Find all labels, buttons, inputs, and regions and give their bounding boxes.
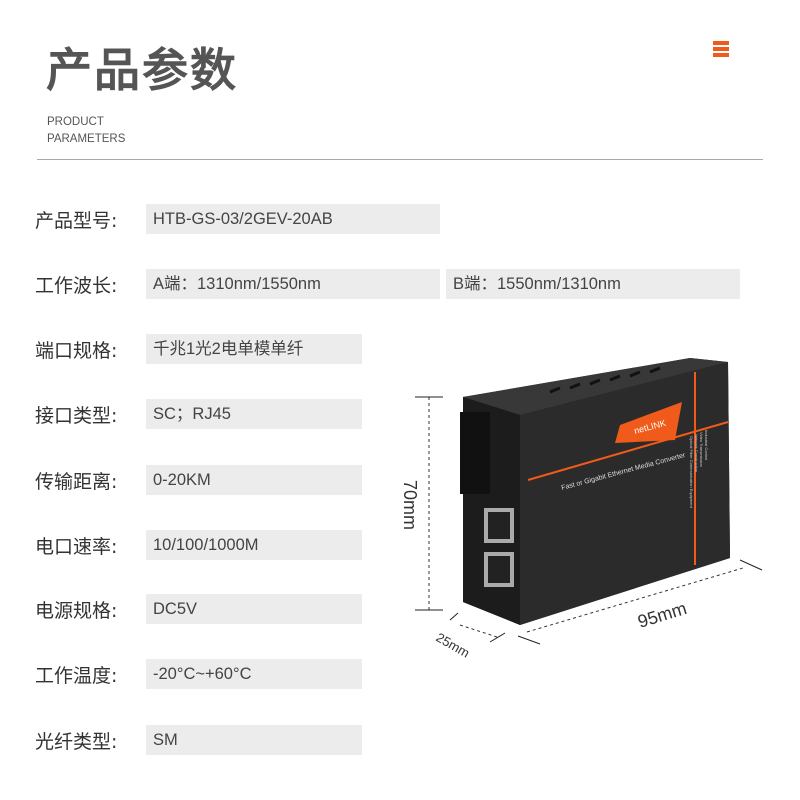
param-value: 0-20KM — [146, 465, 362, 495]
param-row: 产品型号: — [35, 203, 145, 235]
side-text: Video Transmission — [699, 432, 704, 467]
param-row: 端口规格: — [35, 333, 145, 365]
subtitle-line2: PARAMETERS — [47, 133, 126, 145]
param-value: -20°C~+60°C — [146, 659, 362, 689]
page-subtitle: PRODUCT PARAMETERS — [47, 114, 125, 148]
param-row: 电源规格: — [35, 593, 145, 625]
param-row: 工作波长: — [35, 268, 145, 300]
page-title: 产品参数 — [46, 43, 238, 97]
side-text: Network Construction — [694, 434, 699, 472]
side-text: Optical Fiber Communication Equipment — [689, 436, 694, 509]
param-label: 端口规格: — [35, 339, 118, 362]
param-label: 接口类型: — [35, 404, 118, 427]
param-row: 工作温度: — [35, 658, 145, 690]
param-label: 工作波长: — [35, 274, 118, 297]
param-label: 电口速率: — [35, 535, 118, 558]
param-value: HTB-GS-03/2GEV-20AB — [146, 204, 440, 234]
param-row: 电口速率: — [35, 529, 145, 561]
param-value: SC；RJ45 — [146, 399, 362, 429]
menu-icon[interactable] — [713, 41, 729, 59]
param-value: DC5V — [146, 594, 362, 624]
param-value: 10/100/1000M — [146, 530, 362, 560]
param-label: 光纤类型: — [35, 730, 118, 753]
dim-width: 95mm — [635, 598, 689, 632]
divider — [37, 159, 763, 160]
param-row: 传输距离: — [35, 464, 145, 496]
param-value: A端：1310nm/1550nm — [146, 269, 440, 299]
param-row: 光纤类型: — [35, 724, 145, 756]
param-row: 接口类型: — [35, 398, 145, 430]
side-text: Industrial Control — [704, 430, 709, 460]
subtitle-line1: PRODUCT — [47, 116, 104, 128]
param-label: 传输距离: — [35, 470, 118, 493]
dim-depth: 25mm — [434, 630, 473, 661]
param-label: 电源规格: — [35, 599, 118, 622]
param-label: 产品型号: — [35, 209, 118, 232]
param-label: 工作温度: — [35, 664, 118, 687]
product-image: netLINK Fast or Gigabit Ethernet Media C… — [400, 358, 763, 661]
param-value: SM — [146, 725, 362, 755]
dim-height: 70mm — [400, 480, 420, 530]
param-value: 千兆1光2电单模单纤 — [146, 334, 362, 364]
param-value: B端：1550nm/1310nm — [446, 269, 740, 299]
